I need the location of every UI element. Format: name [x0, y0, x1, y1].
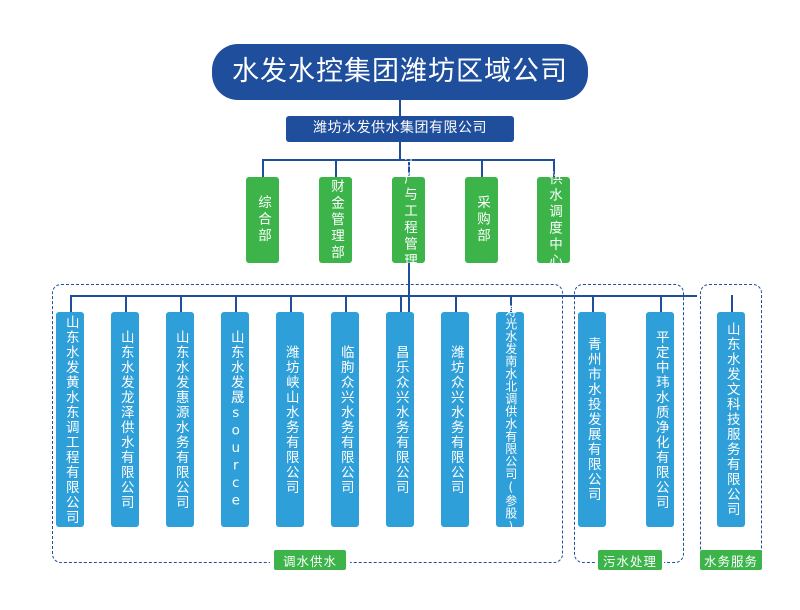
connector-drop-co-3	[180, 295, 182, 312]
root-node[interactable]: 水发水控集团潍坊区域公司	[212, 44, 588, 100]
connector-drop-co-5	[290, 295, 292, 312]
connector-drop-co-6	[345, 295, 347, 312]
company-label-2: 山东水发龙泽供水有限公司	[117, 329, 134, 510]
department-label-2: 财金管理部	[327, 178, 344, 262]
company-label-12: 山东水发文科技服务有限公司	[723, 322, 740, 517]
department-label-1: 综合部	[254, 195, 271, 245]
connector-drop-dept-2	[335, 159, 337, 177]
connector-drop-dept-4	[481, 159, 483, 177]
department-node-5[interactable]: 供水调度中心	[537, 171, 570, 270]
company-node-3[interactable]: 山东水发惠源水务有限公司	[166, 312, 194, 527]
company-node-2[interactable]: 山东水发龙泽供水有限公司	[111, 312, 139, 527]
connector-second-down	[399, 142, 401, 160]
company-label-9: 寿光水发南水北调供水有限公司(参股)	[503, 305, 518, 534]
department-label-5: 供水调度中心	[545, 170, 562, 270]
department-label-3: 生产与工程管理部	[400, 154, 417, 286]
connector-drop-co-10	[592, 295, 594, 312]
company-node-6[interactable]: 临朐众兴水务有限公司	[331, 312, 359, 527]
company-label-5: 潍坊峡山水务有限公司	[282, 344, 299, 495]
company-label-8: 潍坊众兴水务有限公司	[447, 344, 464, 495]
connector-root-to-second	[399, 100, 401, 116]
department-label-4: 采购部	[473, 195, 490, 245]
department-node-4[interactable]: 采购部	[465, 177, 498, 263]
company-node-1[interactable]: 山东水发黄水东调工程有限公司	[56, 312, 84, 527]
connector-drop-co-7	[400, 295, 402, 312]
department-node-2[interactable]: 财金管理部	[319, 177, 352, 263]
company-label-11: 平定中玮水质净化有限公司	[652, 329, 669, 510]
connector-drop-co-2	[125, 295, 127, 312]
company-label-4: 山东水发晟source	[227, 329, 244, 510]
company-node-9[interactable]: 寿光水发南水北调供水有限公司(参股)	[496, 305, 524, 534]
company-label-10: 青州市水投发展有限公司	[584, 337, 601, 502]
connector-drop-co-12	[731, 295, 733, 312]
group-label-water-supply[interactable]: 调水供水	[274, 550, 346, 570]
department-node-3[interactable]: 生产与工程管理部	[392, 154, 425, 286]
group-label-sewage[interactable]: 污水处理	[598, 550, 662, 570]
connector-drop-co-9	[510, 295, 512, 312]
company-node-11[interactable]: 平定中玮水质净化有限公司	[646, 312, 674, 527]
connector-drop-co-4	[235, 295, 237, 312]
company-label-7: 昌乐众兴水务有限公司	[392, 344, 409, 495]
connector-drop-dept-3	[408, 159, 410, 177]
second-level-node[interactable]: 潍坊水发供水集团有限公司	[286, 116, 514, 142]
connector-drop-co-8	[455, 295, 457, 312]
connector-subsidiary-bus	[70, 295, 697, 297]
connector-drop-co-1	[70, 295, 72, 312]
company-label-3: 山东水发惠源水务有限公司	[172, 329, 189, 510]
group-label-services[interactable]: 水务服务	[700, 550, 762, 570]
company-node-7[interactable]: 昌乐众兴水务有限公司	[386, 312, 414, 527]
company-node-5[interactable]: 潍坊峡山水务有限公司	[276, 312, 304, 527]
company-node-12[interactable]: 山东水发文科技服务有限公司	[717, 312, 745, 527]
company-node-10[interactable]: 青州市水投发展有限公司	[578, 312, 606, 527]
connector-trunk-to-subsidiaries	[408, 263, 410, 313]
connector-drop-dept-1	[262, 159, 264, 177]
department-node-1[interactable]: 综合部	[246, 177, 279, 263]
company-node-4[interactable]: 山东水发晟source	[221, 312, 249, 527]
connector-drop-dept-5	[553, 159, 555, 177]
connector-drop-co-11	[660, 295, 662, 312]
company-label-6: 临朐众兴水务有限公司	[337, 344, 354, 495]
company-label-1: 山东水发黄水东调工程有限公司	[62, 314, 79, 525]
connector-department-bus	[262, 159, 553, 161]
company-node-8[interactable]: 潍坊众兴水务有限公司	[441, 312, 469, 527]
